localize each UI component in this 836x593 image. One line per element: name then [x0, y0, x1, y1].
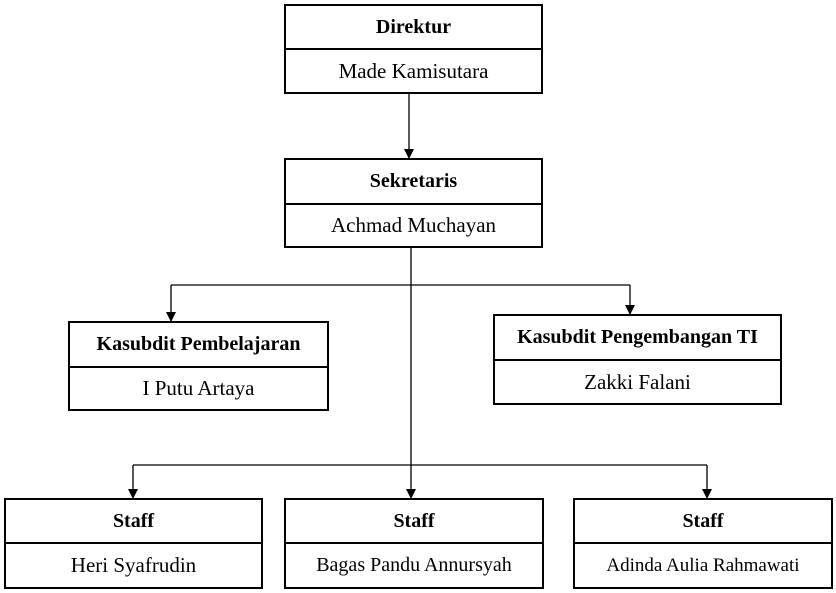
- staff-box-2: Staff Bagas Pandu Annursyah: [284, 498, 544, 589]
- staff-name-2: Bagas Pandu Annursyah: [316, 554, 512, 576]
- staff-name-1: Heri Syafrudin: [70, 553, 197, 577]
- kasubdit-pengembangan-title: Kasubdit Pengembangan TI: [495, 316, 780, 361]
- sekretaris-name: Achmad Muchayan: [330, 213, 497, 237]
- kasubdit-pembelajaran-title: Kasubdit Pembelajaran: [70, 323, 327, 368]
- direktur-title: Direktur: [286, 6, 541, 50]
- staff-title-1: Staff: [6, 500, 261, 544]
- direktur-box: Direktur Made Kamisutara: [284, 4, 543, 94]
- kasubdit-pembelajaran-box: Kasubdit Pembelajaran I Putu Artaya: [68, 321, 329, 411]
- staff-title-3: Staff: [575, 500, 831, 544]
- kasubdit-pengembangan-name: Zakki Falani: [584, 369, 691, 394]
- sekretaris-box: Sekretaris Achmad Muchayan: [284, 158, 543, 248]
- sekretaris-title: Sekretaris: [286, 160, 541, 205]
- staff-title-2: Staff: [286, 500, 542, 544]
- direktur-name: Made Kamisutara: [338, 58, 489, 83]
- kasubdit-pembelajaran-name: I Putu Artaya: [142, 376, 255, 400]
- kasubdit-pengembangan-box: Kasubdit Pengembangan TI Zakki Falani: [493, 314, 782, 405]
- staff-box-1: Staff Heri Syafrudin: [4, 498, 263, 589]
- staff-box-3: Staff Adinda Aulia Rahmawati: [573, 498, 833, 589]
- staff-name-3: Adinda Aulia Rahmawati: [606, 554, 800, 576]
